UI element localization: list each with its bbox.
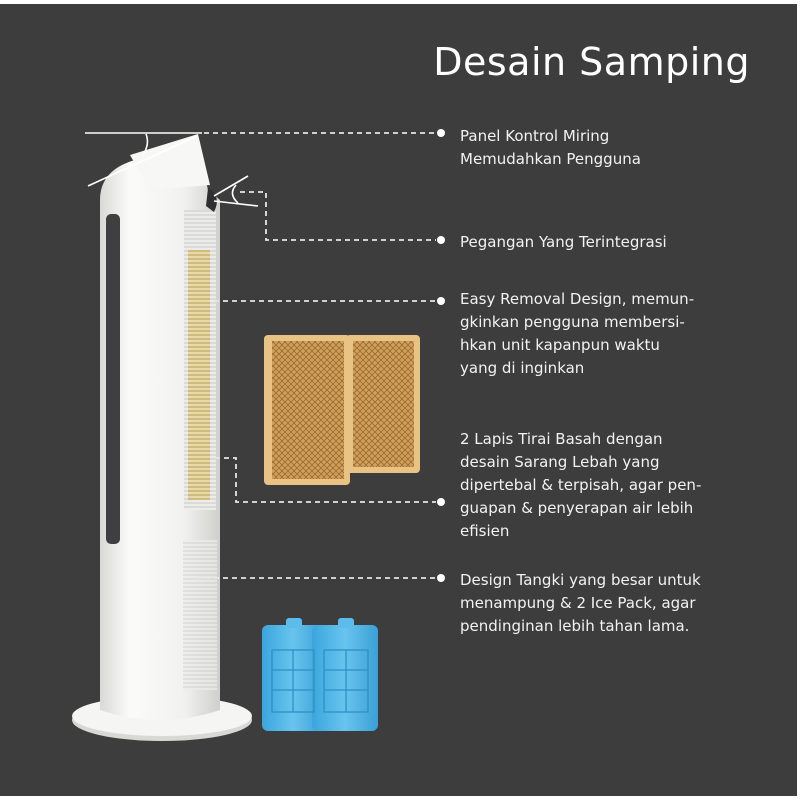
callout-dots [437,129,445,582]
feature-tilted-control-panel: Panel Kontrol Miring Memudahkan Pengguna [460,125,641,171]
tilt-angle-indicator [85,132,202,187]
feature-line: Memudahkan Pengguna [460,150,641,168]
feature-line: Easy Removal Design, memun- [460,290,695,308]
feature-easy-removal: Easy Removal Design, memun- gkinkan peng… [460,288,694,380]
callout-leader-lines [196,132,436,579]
feature-integrated-handle: Pegangan Yang Terintegrasi [460,231,667,254]
feature-line: yang di inginkan [460,359,585,377]
feature-line: pendinginan lebih tahan lama. [460,617,690,635]
feature-honeycomb-curtain: 2 Lapis Tirai Basah dengan desain Sarang… [460,428,701,543]
honeycomb-cooling-pads [264,335,420,485]
feature-line: efisien [460,522,510,540]
ice-packs [262,618,378,731]
feature-line: dipertebal & terpisah, agar pen- [460,476,702,494]
feature-line: Panel Kontrol Miring [460,127,610,145]
feature-line: desain Sarang Lebah yang [460,453,660,471]
page-title: Desain Samping [433,40,750,84]
handle-angle-indicator [213,175,259,207]
feature-line: hkan unit kapanpun waktu [460,336,660,354]
feature-line: 2 Lapis Tirai Basah dengan [460,430,663,448]
feature-line: Pegangan Yang Terintegrasi [460,233,667,251]
feature-line: guapan & penyerapan air lebih [460,499,694,517]
tower-body [100,134,220,720]
feature-line: Design Tangki yang besar untuk [460,571,701,589]
feature-line: gkinkan pengguna membersi- [460,313,685,331]
feature-large-tank: Design Tangki yang besar untuk menampung… [460,569,701,638]
feature-line: menampung & 2 Ice Pack, agar [460,594,696,612]
